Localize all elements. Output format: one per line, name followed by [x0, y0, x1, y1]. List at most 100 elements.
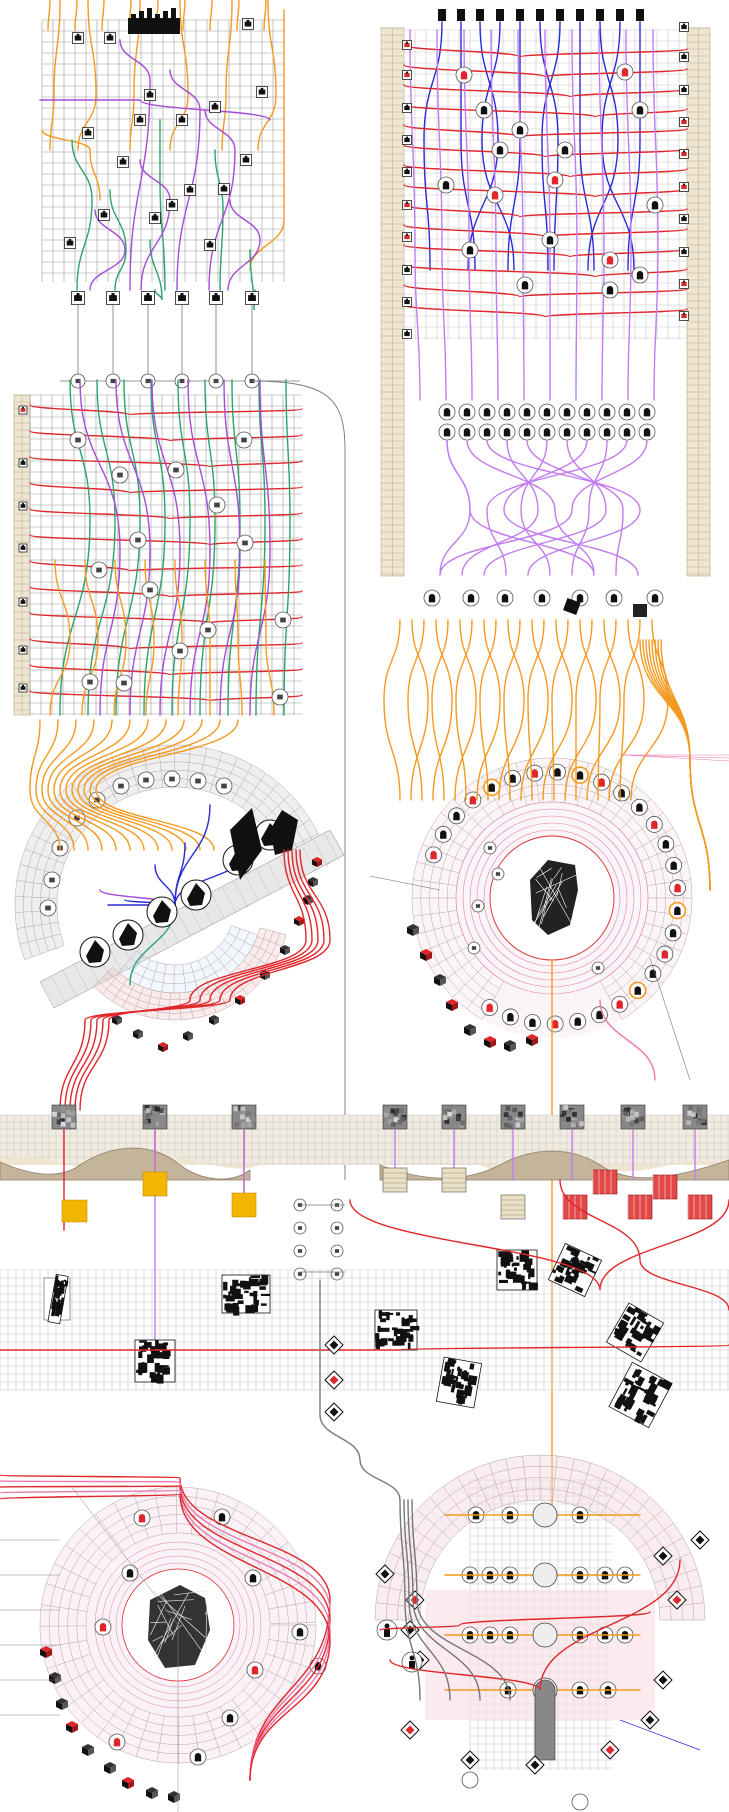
tile-speck	[460, 1120, 465, 1126]
cube-left	[158, 1044, 163, 1052]
tile-speck	[59, 1118, 65, 1123]
cube-icon	[446, 999, 458, 1011]
arch-window-icon	[656, 945, 674, 963]
form-piece	[58, 1304, 64, 1315]
cube-icon	[40, 1646, 52, 1658]
form-piece	[377, 1325, 381, 1333]
tile-speck	[697, 1106, 703, 1112]
facade-icon	[402, 135, 412, 145]
dense-form-icon	[547, 1242, 603, 1298]
form-piece	[502, 1256, 506, 1261]
circle-node-icon	[330, 1267, 344, 1281]
route-line	[403, 304, 688, 318]
icon-tower	[682, 280, 686, 283]
ring-spoke	[79, 1528, 113, 1561]
ring-band	[375, 1455, 705, 1620]
route-line	[159, 119, 166, 291]
sculpture-detail	[541, 878, 553, 924]
tile-speck	[560, 1114, 565, 1120]
form-piece	[503, 1251, 512, 1255]
route-line	[0, 1489, 331, 1781]
building-plan-icon	[184, 184, 196, 196]
ring-spoke	[259, 1666, 302, 1688]
building-elevation-icon	[163, 11, 168, 22]
icon-mass	[404, 106, 410, 111]
facade-icon	[402, 329, 412, 339]
icon-tower	[108, 33, 112, 37]
form-piece	[445, 1368, 452, 1379]
mass-form	[119, 923, 137, 946]
icon-tower	[170, 200, 174, 204]
icon-arch	[491, 191, 499, 200]
route-line	[498, 619, 525, 801]
icon-tower	[68, 238, 72, 242]
route-line	[89, 719, 221, 851]
icon-mass	[20, 686, 26, 690]
icon-mass	[220, 186, 228, 192]
form-piece	[393, 1327, 398, 1337]
icon-tower	[405, 298, 409, 301]
form-piece	[513, 1262, 520, 1266]
cube-icon	[146, 1787, 158, 1799]
ring-spoke	[610, 974, 638, 1010]
icon-arch	[467, 594, 475, 603]
arch-window-icon	[605, 589, 623, 607]
tile-speck	[442, 1115, 448, 1121]
grid-line	[324, 834, 340, 861]
icon-mass	[681, 25, 687, 30]
sculpture-detail	[165, 1610, 192, 1620]
icon-ring-accent	[628, 981, 647, 1000]
form-piece	[648, 1375, 658, 1386]
floor-plan-icon	[18, 543, 28, 553]
cube-right	[510, 1043, 516, 1052]
route-line	[71, 719, 167, 851]
icon-arch	[453, 811, 460, 821]
tile-speck	[397, 1120, 403, 1125]
icon-mass	[106, 35, 114, 41]
icon-mass	[244, 21, 252, 27]
route-line	[520, 439, 551, 576]
sculpture-detail	[536, 868, 552, 878]
icon-arch	[576, 594, 584, 603]
icon-tower	[682, 150, 686, 153]
grid-line	[210, 893, 226, 920]
ring-spoke	[15, 896, 58, 899]
column-icon	[576, 9, 584, 21]
ring-spoke	[629, 1509, 663, 1540]
icon-arch	[503, 408, 511, 417]
route-line	[77, 719, 185, 851]
icon-mass	[66, 240, 74, 246]
arch-window-icon	[578, 403, 596, 421]
ring-spoke	[218, 946, 239, 966]
form-piece	[634, 1380, 640, 1385]
form-piece	[498, 1279, 508, 1284]
arch-window-icon	[631, 101, 649, 119]
tile-speck	[240, 1123, 246, 1129]
tile-speck	[395, 1108, 401, 1114]
route-line	[481, 21, 515, 271]
icon-tower	[22, 598, 24, 601]
form-piece	[511, 1263, 514, 1267]
ring-spoke	[647, 879, 691, 886]
connector-line	[69, 1484, 179, 1626]
node-glyph	[221, 783, 227, 789]
building-plan-icon	[204, 239, 216, 251]
icon-tower	[405, 71, 409, 74]
route-line	[0, 1485, 331, 1781]
building-plan-icon	[218, 183, 230, 195]
route-line	[151, 379, 181, 716]
route-line	[81, 559, 99, 716]
cube-right	[313, 879, 318, 887]
route-line	[49, 0, 61, 151]
cube-right	[426, 952, 432, 961]
route-line	[403, 164, 688, 178]
tile-speck	[512, 1107, 518, 1113]
circle-node-icon	[90, 561, 108, 579]
circle-node-icon	[39, 899, 57, 917]
hatch-frame	[500, 1194, 526, 1220]
circle-node-icon	[199, 621, 217, 639]
building-plan-icon	[72, 32, 84, 44]
ring-spoke	[112, 978, 128, 1002]
icon-arch	[606, 256, 614, 265]
arch-window-icon	[108, 1733, 126, 1751]
